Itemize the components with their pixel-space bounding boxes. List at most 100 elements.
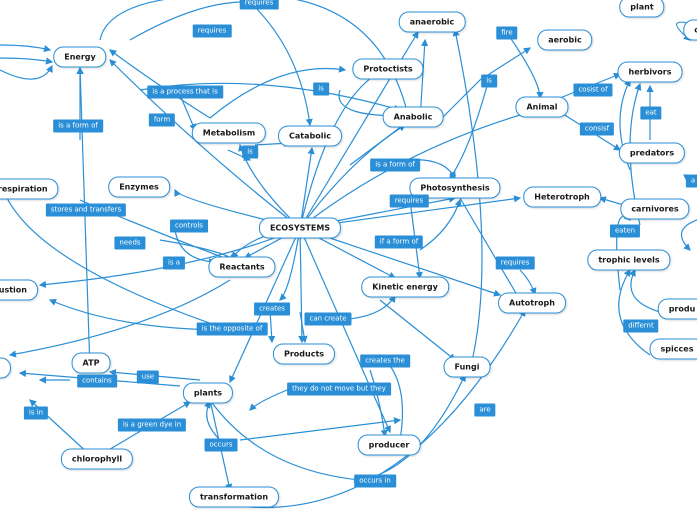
label-contains: contains [77, 374, 117, 388]
label-cosist-of: cosist of [573, 83, 613, 97]
node-carnivores[interactable]: carnivores [620, 198, 690, 220]
node-herbivors[interactable]: herbivors [617, 61, 683, 83]
edge [419, 198, 462, 251]
label-is-a-green-dye-in: is a green dye in [117, 418, 187, 432]
edge [99, 0, 411, 117]
label-stores-and-transfers: stores and transfers [45, 203, 127, 217]
edge [0, 179, 232, 332]
node-species[interactable]: spicces [649, 338, 697, 360]
label-form: form [148, 113, 176, 127]
label-differnt: differnt [623, 319, 659, 333]
node-respiration[interactable]: l respiration [0, 178, 59, 200]
label-partial-right: a [685, 174, 697, 188]
node-reactants[interactable]: Reactants [208, 256, 276, 278]
node-trophic-levels[interactable]: trophic levels [587, 249, 671, 271]
edge [76, 66, 91, 371]
label-occurs-1: occurs [204, 438, 238, 452]
node-producers[interactable]: produ [657, 298, 697, 320]
label-they-do-not-move-but-they: they do not move but they [287, 382, 391, 396]
label-is-1: is [313, 82, 329, 96]
node-transformation[interactable]: transformation [188, 486, 280, 508]
node-anabolic[interactable]: Anabolic [382, 106, 444, 128]
edge [681, 219, 697, 251]
node-enzymes[interactable]: Enzymes [108, 176, 170, 198]
edge [299, 311, 308, 344]
label-is-3: is [242, 145, 258, 159]
edge [239, 417, 402, 441]
edge [349, 119, 411, 166]
node-ecosystems[interactable]: ECOSYSTEMS [258, 217, 342, 239]
label-requires-1: requires [192, 24, 232, 38]
node-aerobic[interactable]: aerobic [537, 29, 593, 51]
label-requires-2: requires [389, 194, 429, 208]
node-plants[interactable]: plants [182, 382, 234, 404]
node-plant[interactable]: plant [619, 0, 665, 18]
label-is-in: is in [23, 406, 49, 420]
edge [8, 279, 231, 358]
node-catabolic[interactable]: Catabolic [278, 125, 342, 147]
label-is-a-form-of-1: is a form of [53, 119, 103, 133]
edge [203, 400, 221, 441]
edge [299, 146, 315, 229]
node-autotroph[interactable]: Autotroph [498, 292, 566, 314]
label-is-a-form-of-2: is a form of [370, 158, 420, 172]
node-metabolism[interactable]: Metabolism [191, 122, 267, 144]
label-needs: needs [114, 236, 146, 250]
label-consist-of: consisf [579, 122, 615, 136]
edge [209, 399, 362, 483]
edge [452, 28, 483, 371]
node-atp[interactable]: ATP [71, 352, 111, 374]
edge [0, 57, 54, 65]
edge [209, 65, 347, 119]
label-creates-the: creates the [360, 354, 410, 368]
node-anaerobic[interactable]: anaerobic [398, 11, 466, 33]
label-requires-3: requires [495, 256, 535, 270]
node-combustion[interactable]: bustion [0, 279, 38, 301]
label-is-2: is [481, 74, 497, 88]
label-requires-top: requires [239, 0, 279, 10]
edge [299, 71, 382, 229]
edge [504, 29, 544, 100]
node-chlorophyll[interactable]: chlorophyll [60, 448, 134, 470]
label-creates-1: creates [254, 302, 290, 316]
node-top-right[interactable]: o [683, 19, 697, 41]
edge [279, 227, 301, 301]
edge [109, 49, 211, 119]
edge [129, 0, 252, 41]
node-protoctists[interactable]: Protoctists [352, 58, 424, 80]
edge [299, 227, 502, 297]
edge [369, 369, 388, 438]
edge [0, 64, 53, 80]
edge [629, 268, 661, 313]
edge [179, 94, 196, 132]
label-is-the-opposite-of: is the opposite of [196, 322, 268, 336]
label-are: are [474, 403, 496, 417]
edge [0, 44, 52, 53]
node-energy[interactable]: Energy [53, 46, 107, 68]
label-can-create: can create [304, 312, 352, 326]
label-eat: eat [640, 106, 662, 120]
edge [109, 59, 301, 229]
edge [459, 197, 521, 302]
node-kinetic-energy[interactable]: Kinetic energy [361, 276, 449, 298]
label-use: use [136, 370, 160, 384]
edge [618, 268, 651, 356]
label-if-a-form-of: if a form of [374, 235, 424, 249]
label-fire: fire [496, 26, 518, 40]
node-predators[interactable]: predators [618, 142, 686, 164]
edge [519, 269, 537, 296]
label-controls: controls [170, 219, 208, 233]
label-eaten: eaten [609, 224, 641, 238]
edge [249, 1, 313, 127]
label-occurs-in: occurs in [354, 474, 396, 488]
node-animal[interactable]: Animal [515, 96, 569, 118]
label-is-a: is a [162, 256, 186, 270]
node-producer[interactable]: producer [357, 434, 421, 456]
node-fungi[interactable]: Fungi [443, 356, 491, 378]
label-is-a-process-that-is: is a process that is [147, 85, 223, 99]
node-photosynthesis[interactable]: Photosynthesis [409, 177, 501, 199]
edge [299, 227, 391, 434]
node-products[interactable]: Products [272, 343, 336, 365]
edge [439, 47, 532, 121]
node-heterotroph[interactable]: Heterotroph [523, 186, 601, 208]
